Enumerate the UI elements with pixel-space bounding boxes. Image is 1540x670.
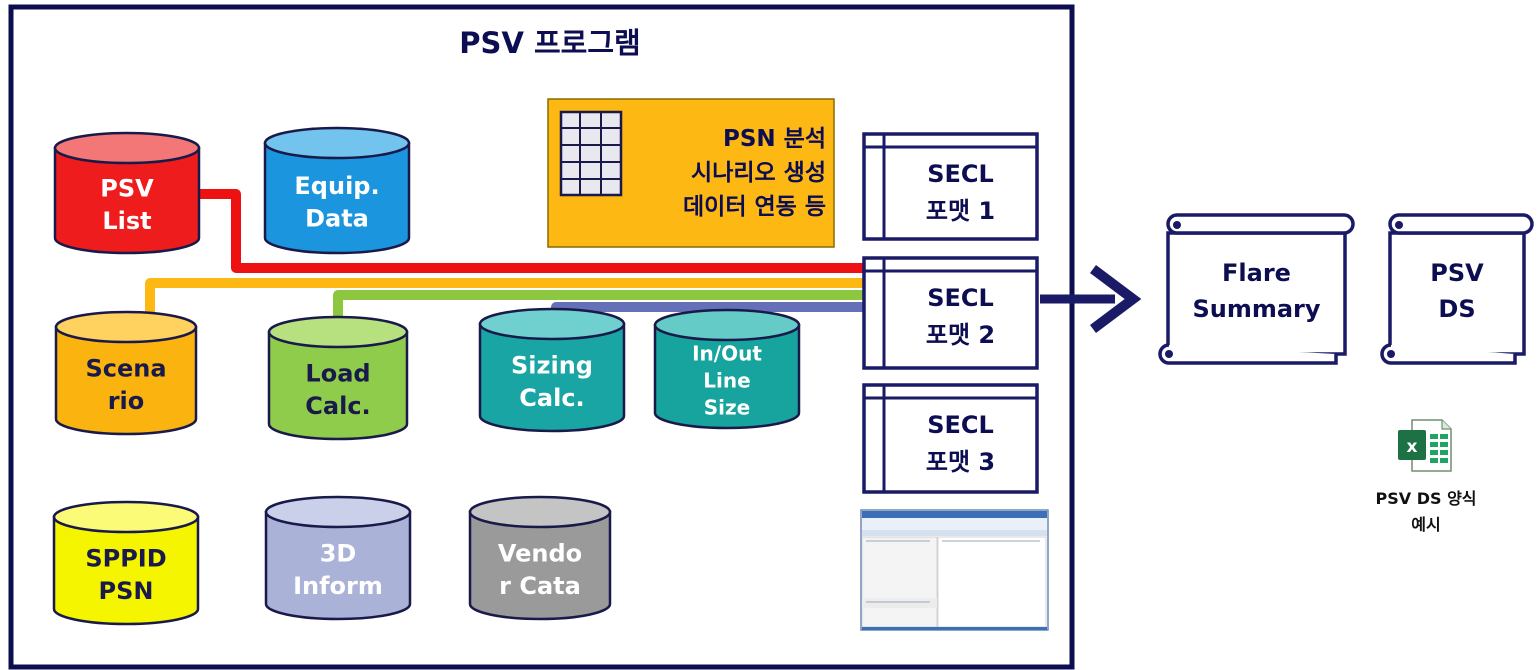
database-vendor-cata: Vendo r Cata: [468, 495, 612, 621]
secl-document-3-label-0: SECL: [927, 411, 994, 439]
database-sppid-psn-label-0: SPPID: [85, 545, 166, 573]
database-sizing-calc-label-0: Sizing: [511, 352, 593, 380]
secl-document-1: SECL 포맷 1: [862, 132, 1039, 241]
output-arrow: [1040, 265, 1142, 333]
database-psv-list: PSV List: [53, 131, 201, 255]
database-psv-list-label-1: List: [102, 207, 151, 235]
database-in-out-line-size-label-0: In/Out: [692, 342, 762, 366]
database-psv-list-label-0: PSV: [100, 175, 154, 203]
database-3d-inform-label-1: Inform: [293, 572, 383, 600]
secl-document-2: SECL 포맷 2: [862, 256, 1039, 370]
psn-line-2: 시나리오 생성: [691, 160, 826, 186]
secl-document-3-label-1: 포맷 3: [926, 448, 995, 476]
excel-caption-line-2: 예시: [1411, 515, 1440, 534]
output-scroll-psv-ds: PSV DS: [1380, 213, 1534, 365]
connector-orange: [145, 278, 866, 320]
database-sppid-psn-label-1: PSN: [99, 577, 154, 605]
svg-text:x: x: [1407, 437, 1418, 457]
database-in-out-line-size-label-2: Size: [704, 396, 750, 420]
secl-document-3: SECL 포맷 3: [862, 383, 1039, 494]
database-scenario-label-1: rio: [108, 387, 145, 415]
connector-green: [333, 290, 866, 326]
secl-document-1-label-0: SECL: [927, 160, 994, 188]
output-scroll-psv-ds-label-0: PSV: [1430, 259, 1484, 287]
connectors: [145, 189, 866, 326]
database-3d-inform: 3D Inform: [264, 495, 412, 621]
database-equip-data-label-1: Data: [305, 205, 369, 233]
output-scroll-flare-summary-label-1: Summary: [1192, 295, 1320, 323]
database-sppid-psn: SPPID PSN: [52, 500, 200, 626]
database-vendor-cata-label-1: r Cata: [499, 572, 581, 600]
table-icon: [559, 110, 623, 197]
database-equip-data-label-0: Equip.: [294, 172, 379, 200]
excel-icon: x: [1398, 419, 1452, 472]
program-screenshot-thumbnail: [860, 509, 1049, 631]
database-scenario: Scena rio: [54, 310, 198, 436]
secl-document-2-label-1: 포맷 2: [926, 321, 995, 349]
psn-analysis-box: PSN 분석 시나리오 생성 데이터 연동 등: [547, 98, 835, 248]
database-equip-data: Equip. Data: [263, 126, 411, 255]
secl-document-2-label-0: SECL: [927, 284, 994, 312]
output-scroll-psv-ds-label-1: DS: [1438, 295, 1475, 323]
database-3d-inform-label-0: 3D: [320, 540, 357, 568]
database-in-out-line-size-label-1: Line: [703, 369, 750, 393]
excel-caption-line-1: PSV DS 양식: [1375, 489, 1476, 508]
output-scroll-flare-summary-label-0: Flare: [1222, 259, 1291, 287]
database-vendor-cata-label-0: Vendo: [498, 540, 582, 568]
psn-line-3: 데이터 연동 등: [683, 194, 826, 220]
page-title: PSV 프로그램: [459, 26, 640, 60]
database-load-calc-label-1: Calc.: [305, 392, 370, 420]
secl-document-1-label-1: 포맷 1: [926, 197, 995, 225]
database-sizing-calc-label-1: Calc.: [519, 384, 584, 412]
psn-line-1: PSN 분석: [723, 126, 826, 152]
database-scenario-label-0: Scena: [85, 355, 166, 383]
connector-red: [197, 189, 866, 273]
database-load-calc-label-0: Load: [305, 360, 370, 388]
